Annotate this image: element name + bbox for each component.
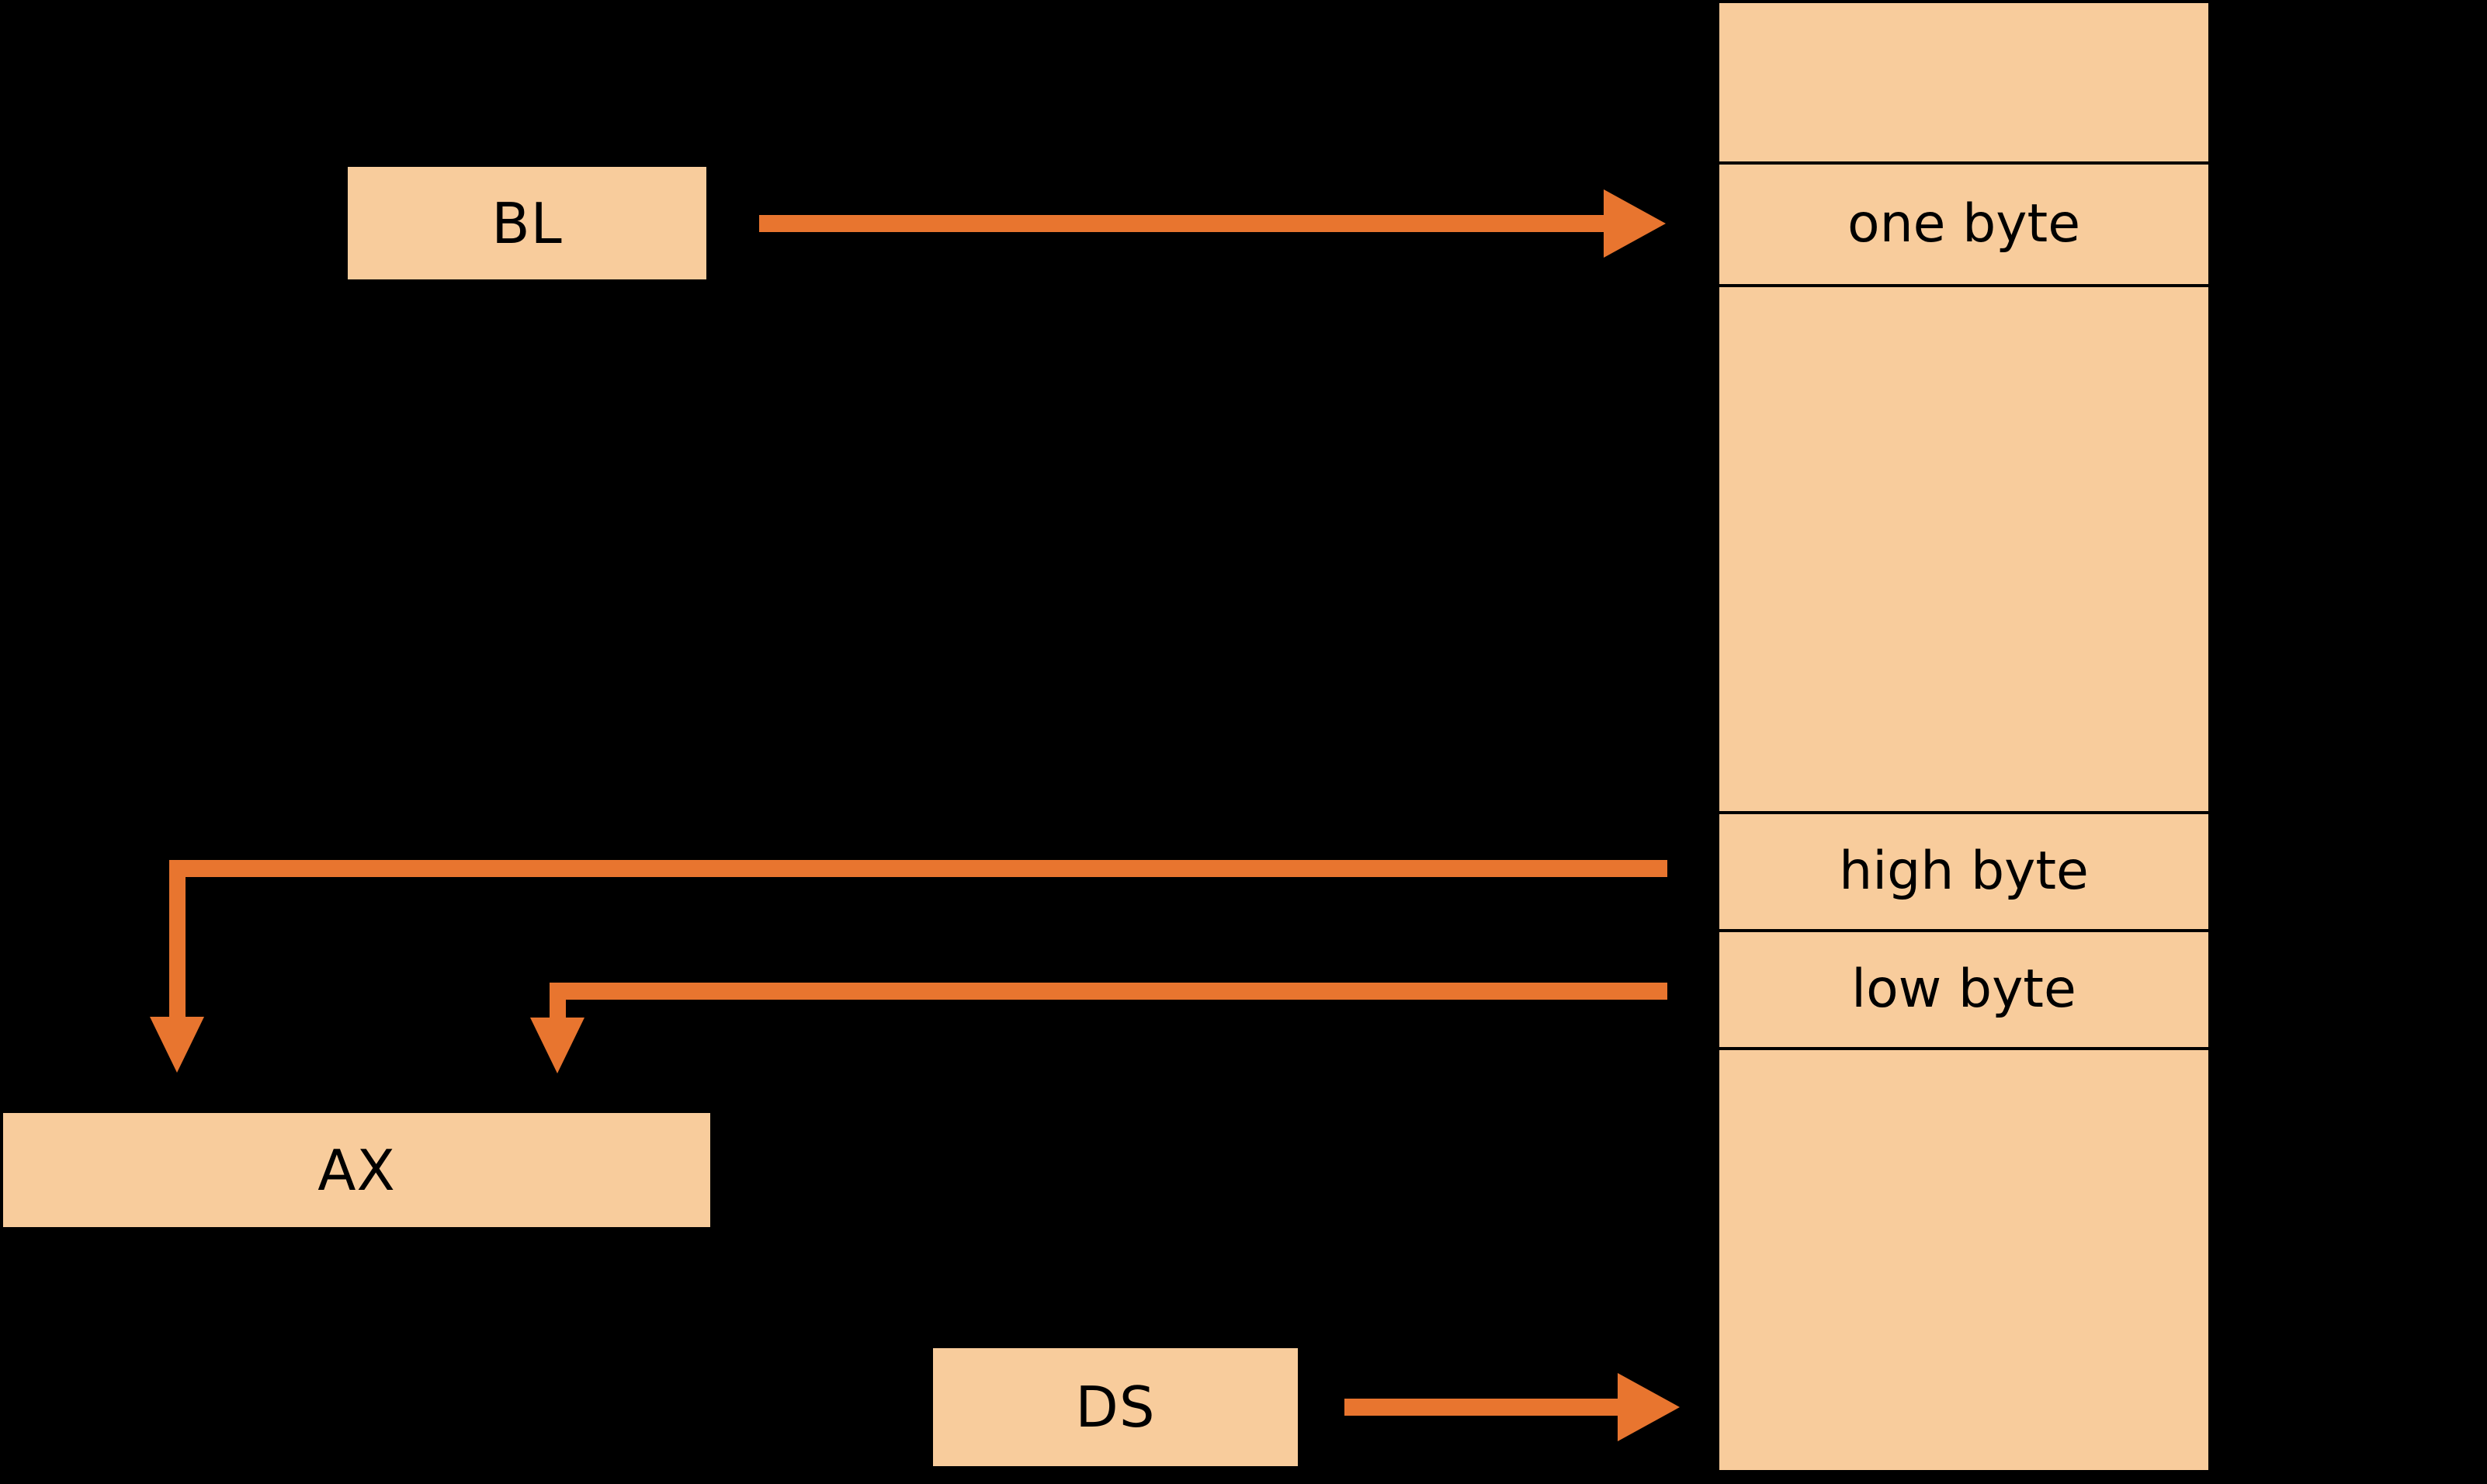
arrow-bl-to-one-byte-head-icon [1604,189,1666,258]
memory-cell-label: one byte [1847,193,2081,255]
memory-cell-label: high byte [1839,841,2089,902]
memory-column: one byte high byte low byte [1719,3,2208,1470]
register-label-bl: BL [491,190,563,256]
register-label-ds: DS [1075,1375,1156,1440]
memory-cell-blank-bottom [1719,1050,2208,1470]
memory-cell-label: low byte [1851,959,2076,1020]
arrow-low-byte-to-ax-vertical [550,983,566,1023]
register-box-bl: BL [348,167,706,279]
register-label-ax: AX [317,1137,396,1203]
arrow-low-byte-to-ax-head-icon [530,1018,584,1073]
memory-cell-high-byte: high byte [1719,814,2208,929]
arrow-high-byte-to-ax-vertical [169,860,186,1025]
arrow-low-byte-to-ax-horizontal [550,983,1667,1000]
register-box-ds: DS [933,1348,1298,1466]
arrow-bl-to-one-byte-shaft [759,215,1604,232]
arrow-ds-to-memory-shaft [1344,1399,1618,1416]
memory-cell-low-byte: low byte [1719,932,2208,1047]
arrow-high-byte-to-ax-head-icon [150,1017,204,1073]
memory-cell-blank-middle [1719,287,2208,811]
arrow-high-byte-to-ax-horizontal [169,860,1667,877]
register-box-ax: AX [3,1113,710,1227]
memory-cell-blank-top [1719,3,2208,161]
arrow-ds-to-memory-head-icon [1618,1373,1680,1441]
memory-cell-one-byte: one byte [1719,165,2208,284]
